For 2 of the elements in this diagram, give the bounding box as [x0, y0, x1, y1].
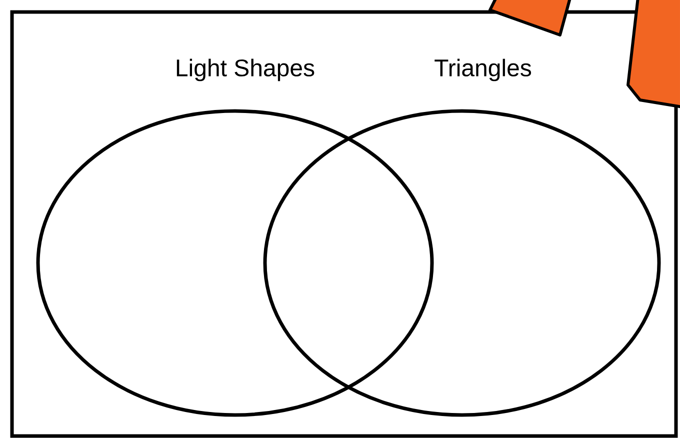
venn-heading: Light Shapes [176, 58, 314, 82]
venn-heading: Triangles [434, 58, 532, 82]
